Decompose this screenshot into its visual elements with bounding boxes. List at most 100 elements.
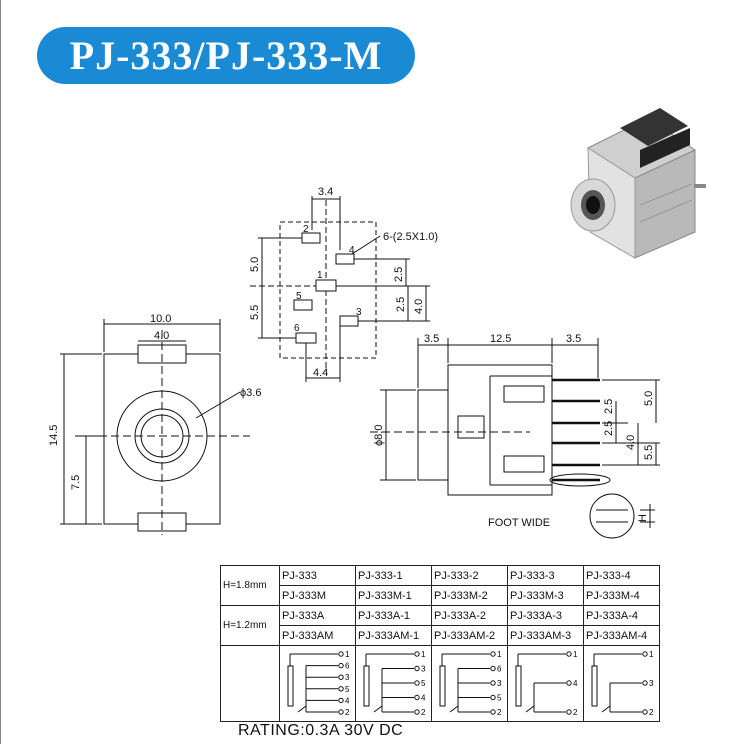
pin-terminal [566, 709, 572, 715]
table-cell: PJ-333 [279, 565, 356, 586]
pin-terminal [490, 680, 496, 686]
side-dia-label: ϕ8.0 [373, 425, 385, 446]
title-banner: PJ-333/PJ-333-M [37, 27, 415, 84]
pin-terminal [338, 674, 344, 680]
side-r3-label: 2.5 [603, 421, 615, 436]
pin-terminal [490, 651, 496, 657]
table-cell: PJ-333A-3 [507, 605, 584, 626]
table-cell: PJ-333M-3 [507, 585, 584, 606]
pin-terminal [642, 680, 648, 686]
pcb-pin-4: 4 [349, 245, 355, 256]
pin-number: 2 [573, 708, 578, 717]
table-cell: PJ-333AM-4 [583, 625, 660, 646]
pin-number: 3 [345, 673, 350, 682]
table-cell: PJ-333A [279, 605, 356, 626]
table-cell: PJ-333M-2 [431, 585, 508, 606]
pin-terminal [338, 697, 344, 704]
side-r5-label: 5.5 [643, 445, 655, 460]
rating-label: RATING:0.3A 30V DC [238, 722, 404, 739]
pin-number: 3 [649, 679, 654, 688]
side-b-label: 12.5 [490, 333, 511, 345]
jack-sleeve [515, 665, 522, 707]
pcb-left-upper-label: 5.0 [249, 257, 261, 272]
pin-number: 2 [421, 708, 426, 717]
pin-number: 2 [649, 708, 654, 717]
schematic-diagram: 1 4 2 [515, 650, 578, 717]
pcb-pin-2: 2 [303, 224, 309, 235]
table-row: PJ-333M PJ-333M-1 PJ-333M-2 PJ-333M-3 PJ… [221, 585, 660, 606]
pcb-left-lower-label: 5.5 [249, 305, 261, 320]
table-cell: PJ-333-2 [431, 565, 508, 586]
pin-number: 1 [497, 650, 502, 659]
product-photo [570, 108, 706, 259]
foot-wide-label: FOOT WIDE [488, 517, 550, 529]
schematic-diagram: 132 [591, 650, 654, 717]
pcb-pad-label: 6-(2.5X1.0) [383, 231, 438, 243]
jack-sleeve [591, 665, 598, 707]
pcb-pin-5: 5 [296, 291, 302, 302]
table-cell: PJ-333-1 [355, 565, 432, 586]
table-cell: PJ-333-3 [507, 565, 584, 586]
spring-contact [297, 705, 307, 713]
pin-number: 3 [497, 679, 502, 688]
pin-terminal [414, 709, 420, 715]
pin-terminal [566, 680, 572, 686]
table-cell: PJ-333M-4 [583, 585, 660, 606]
jack-sleeve [439, 665, 446, 707]
pin-number: 5 [345, 685, 350, 694]
front-width-label: 10.0 [150, 313, 171, 325]
side-view [370, 338, 660, 539]
pin-terminal [566, 651, 572, 657]
foot-h-label: H [637, 514, 649, 522]
table-cell: PJ-333A-1 [355, 605, 432, 626]
pin-number: 1 [421, 650, 426, 659]
front-slot-label: 4.0 [154, 330, 169, 342]
side-a-label: 3.5 [424, 333, 439, 345]
pin-number: 6 [345, 662, 350, 671]
pin-number: 3 [421, 665, 426, 674]
table-cell: PJ-333AM-3 [507, 625, 584, 646]
front-height-label: 14.5 [48, 425, 60, 446]
table-cell: PJ-333M [279, 585, 356, 606]
pin-number: 1 [345, 650, 350, 659]
table-cell: PJ-333A-2 [431, 605, 508, 626]
pcb-right-c-label: 4.0 [413, 299, 425, 314]
pin-terminal [338, 662, 344, 669]
pin-terminal [338, 709, 344, 715]
table-cell: PJ-333M-1 [355, 585, 432, 606]
pin-terminal [338, 686, 344, 692]
pin-terminal [414, 694, 420, 701]
pcb-right-a-label: 2.5 [393, 267, 405, 282]
side-c-label: 3.5 [566, 333, 581, 345]
front-view [60, 319, 250, 535]
table-row: H=1.2mm PJ-333A PJ-333A-1 PJ-333A-2 PJ-3… [220, 605, 660, 646]
pin-terminal [490, 709, 496, 715]
pin-number: 6 [497, 665, 502, 674]
side-r4-label: 4.0 [625, 435, 637, 450]
pin-number: 5 [497, 694, 502, 703]
pin-terminal [490, 694, 496, 701]
pcb-bottom-label: 4.4 [313, 367, 328, 379]
table-cell: PJ-333A-4 [583, 605, 660, 626]
pin-terminal [414, 665, 420, 672]
pin-number: 1 [573, 650, 578, 659]
spring-contact [525, 705, 535, 713]
table-row: PJ-333AM PJ-333AM-1 PJ-333AM-2 PJ-333AM-… [221, 625, 660, 646]
table-cell: PJ-333AM [279, 625, 356, 646]
table-cell: PJ-333-4 [583, 565, 660, 586]
table-cell: PJ-333AM-1 [355, 625, 432, 646]
pin-terminal [338, 651, 344, 657]
pcb-right-b-label: 2.5 [395, 297, 407, 312]
front-hole-label: ϕ3.6 [240, 387, 261, 399]
pin-terminal [414, 680, 420, 686]
pin-number: 4 [573, 679, 578, 688]
side-r1-label: 5.0 [643, 391, 655, 406]
pcb-layout [250, 196, 430, 382]
side-r2-label: 2.5 [603, 399, 615, 414]
page-left-border [0, 0, 1, 744]
pcb-pin-3: 3 [356, 307, 362, 318]
